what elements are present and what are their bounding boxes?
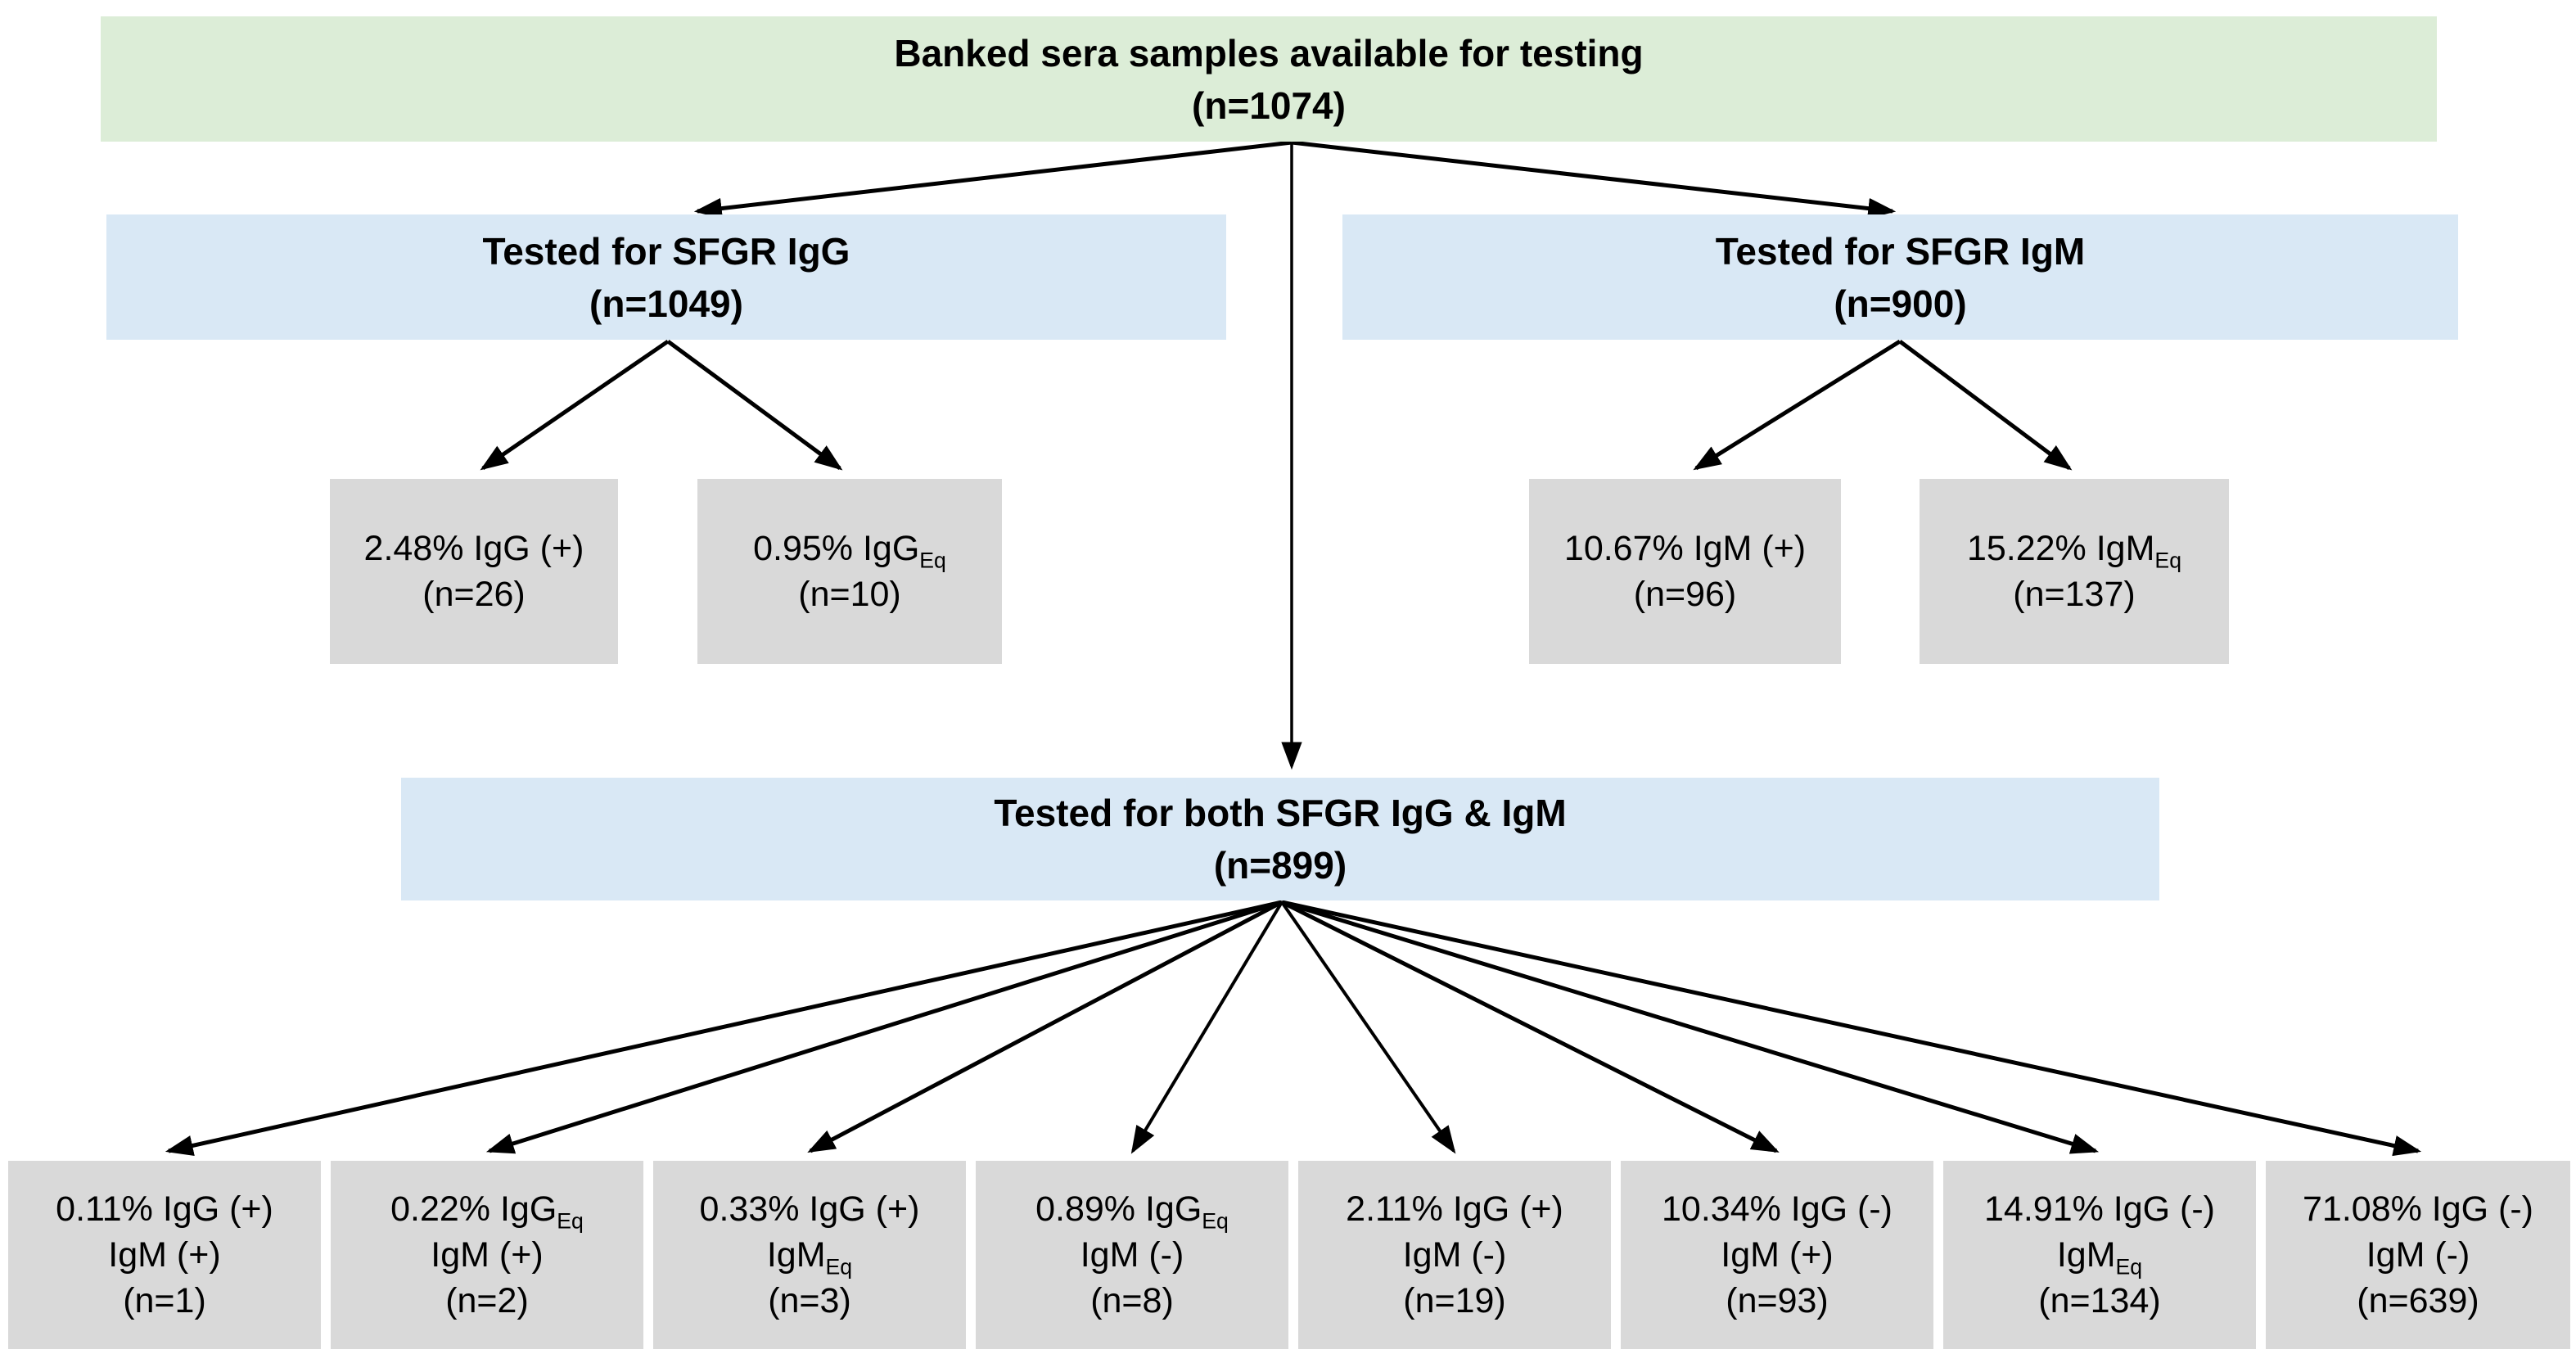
result-box-both-7: 14.91% IgG (-)IgMEq(n=134) [1943,1161,2256,1349]
result-box-both-1: 0.11% IgG (+)IgM (+)(n=1) [8,1161,321,1349]
node-tested-both-count: (n=899) [1213,844,1347,887]
arrow-both-to-r3 [807,900,1283,1153]
result-box-both-5: 2.11% IgG (+)IgM (-)(n=19) [1298,1161,1611,1349]
arrow-root-to-igg [693,140,1293,219]
result-box-both-6: 10.34% IgG (-)IgM (+)(n=93) [1621,1161,1933,1349]
arrow-both-to-r2 [485,900,1283,1154]
node-tested-both: Tested for both SFGR IgG & IgM (n=899) [401,778,2159,900]
arrow-both-to-r7 [1281,900,2100,1154]
arrow-both-to-r1 [165,900,1283,1156]
result-box-both-8: 71.08% IgG (-)IgM (-)(n=639) [2266,1161,2570,1349]
result-box-igg-positive: 2.48% IgG (+)(n=26) [330,479,618,664]
result-box-igg-equivocal: 0.95% IgGEq(n=10) [697,479,1002,664]
arrow-igg-to-pos [480,339,670,471]
node-banked-sera-count: (n=1074) [1192,83,1346,127]
arrow-both-to-r6 [1280,900,1780,1153]
node-tested-igm-title: Tested for SFGR IgM [1715,229,2086,273]
node-tested-igg-title: Tested for SFGR IgG [482,229,850,273]
node-tested-both-title: Tested for both SFGR IgG & IgM [994,792,1567,834]
arrow-both-to-r4 [1130,900,1283,1154]
result-box-igm-positive: 10.67% IgM (+)(n=96) [1529,479,1841,664]
arrow-root-to-igm [1291,140,1897,219]
node-banked-sera-title: Banked sera samples available for testin… [894,31,1644,74]
result-box-igm-equivocal: 15.22% IgMEq(n=137) [1920,479,2229,664]
arrow-both-to-r5 [1280,900,1456,1154]
node-tested-igm: Tested for SFGR IgM (n=900) [1342,214,2458,340]
arrow-both-to-r8 [1281,900,2422,1157]
result-box-both-3: 0.33% IgG (+)IgMEq(n=3) [653,1161,966,1349]
arrow-igm-to-pos [1693,339,1902,471]
node-tested-igg: Tested for SFGR IgG (n=1049) [106,214,1226,340]
node-tested-igg-count: (n=1049) [589,282,743,325]
node-tested-igm-count: (n=900) [1834,282,1967,325]
arrow-igg-to-eq [666,339,843,471]
node-banked-sera: Banked sera samples available for testin… [101,16,2437,142]
arrow-igm-to-eq [1898,339,2073,471]
